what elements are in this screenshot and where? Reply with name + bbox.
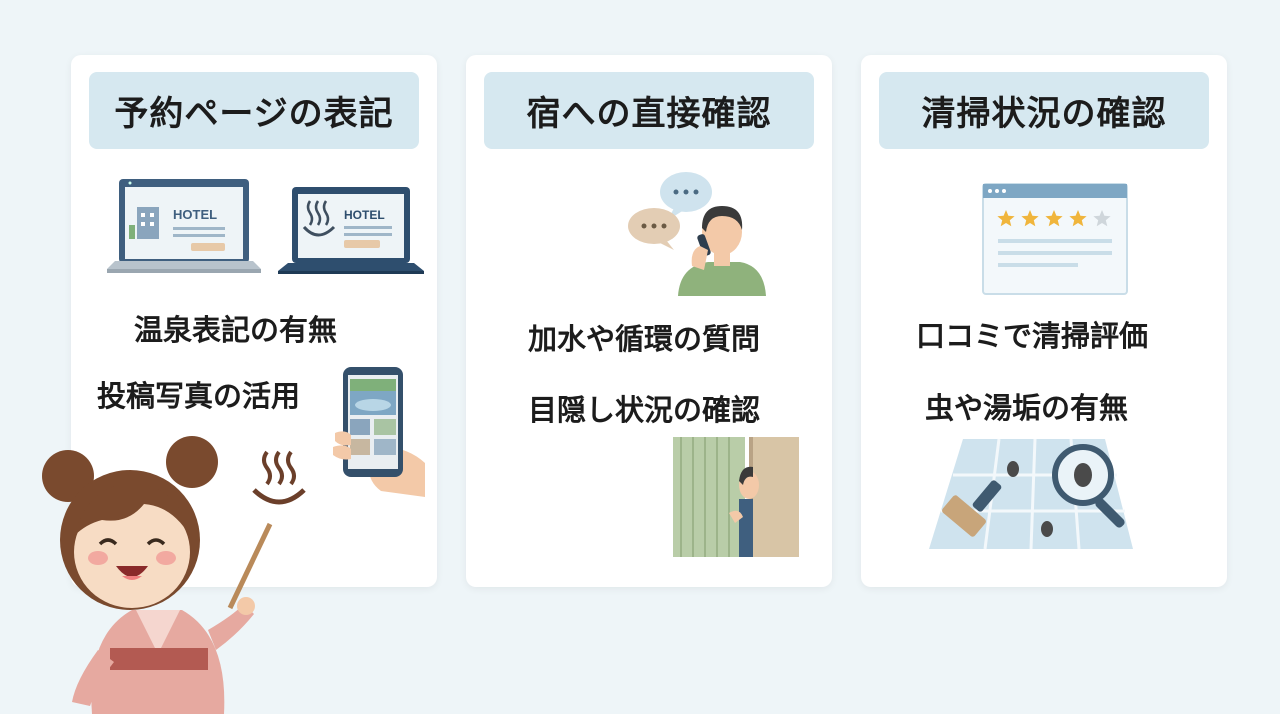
card-title: 清掃状況の確認 (879, 72, 1209, 149)
item-onsen-label: 温泉表記の有無 (134, 313, 338, 347)
star-filled-icon (997, 210, 1015, 227)
onsen-mark-icon (252, 450, 306, 505)
item-user-photos: 投稿写真の活用 (97, 379, 301, 413)
laptop-hotel-icon: HOTEL (107, 179, 261, 273)
hotel-label-2: HOTEL (344, 208, 385, 222)
phone-call-person-icon (628, 172, 766, 296)
laptop-onsen-icon: HOTEL (278, 187, 424, 274)
review-stars-icon (982, 183, 1128, 295)
item-review-cleanliness: 口コミで清掃評価 (916, 319, 1149, 353)
card-title: 宿への直接確認 (484, 72, 814, 149)
brush-magnifier-bugs-icon (929, 438, 1133, 550)
card-cleanliness: 清掃状況の確認 口コミで清掃評価 虫や湯垢の有無 (861, 55, 1227, 587)
star-filled-icon (1069, 210, 1087, 227)
star-filled-icon (1021, 210, 1039, 227)
item-water-circulation: 加水や循環の質問 (528, 322, 761, 356)
item-bugs-scale: 虫や湯垢の有無 (925, 391, 1129, 425)
mascot-girl-illustration (42, 436, 306, 714)
item-privacy-screen: 目隠し状況の確認 (528, 393, 761, 427)
star-empty-icon (1093, 210, 1111, 227)
smartphone-photo-icon (333, 367, 425, 497)
curtain-peek-icon (673, 437, 799, 557)
star-filled-icon (1045, 210, 1063, 227)
card-direct-inquiry: 宿への直接確認 加水や循環の質問 目隠し状況の確認 (466, 55, 832, 587)
card-title: 予約ページの表記 (89, 72, 419, 149)
hotel-label: HOTEL (173, 207, 217, 222)
